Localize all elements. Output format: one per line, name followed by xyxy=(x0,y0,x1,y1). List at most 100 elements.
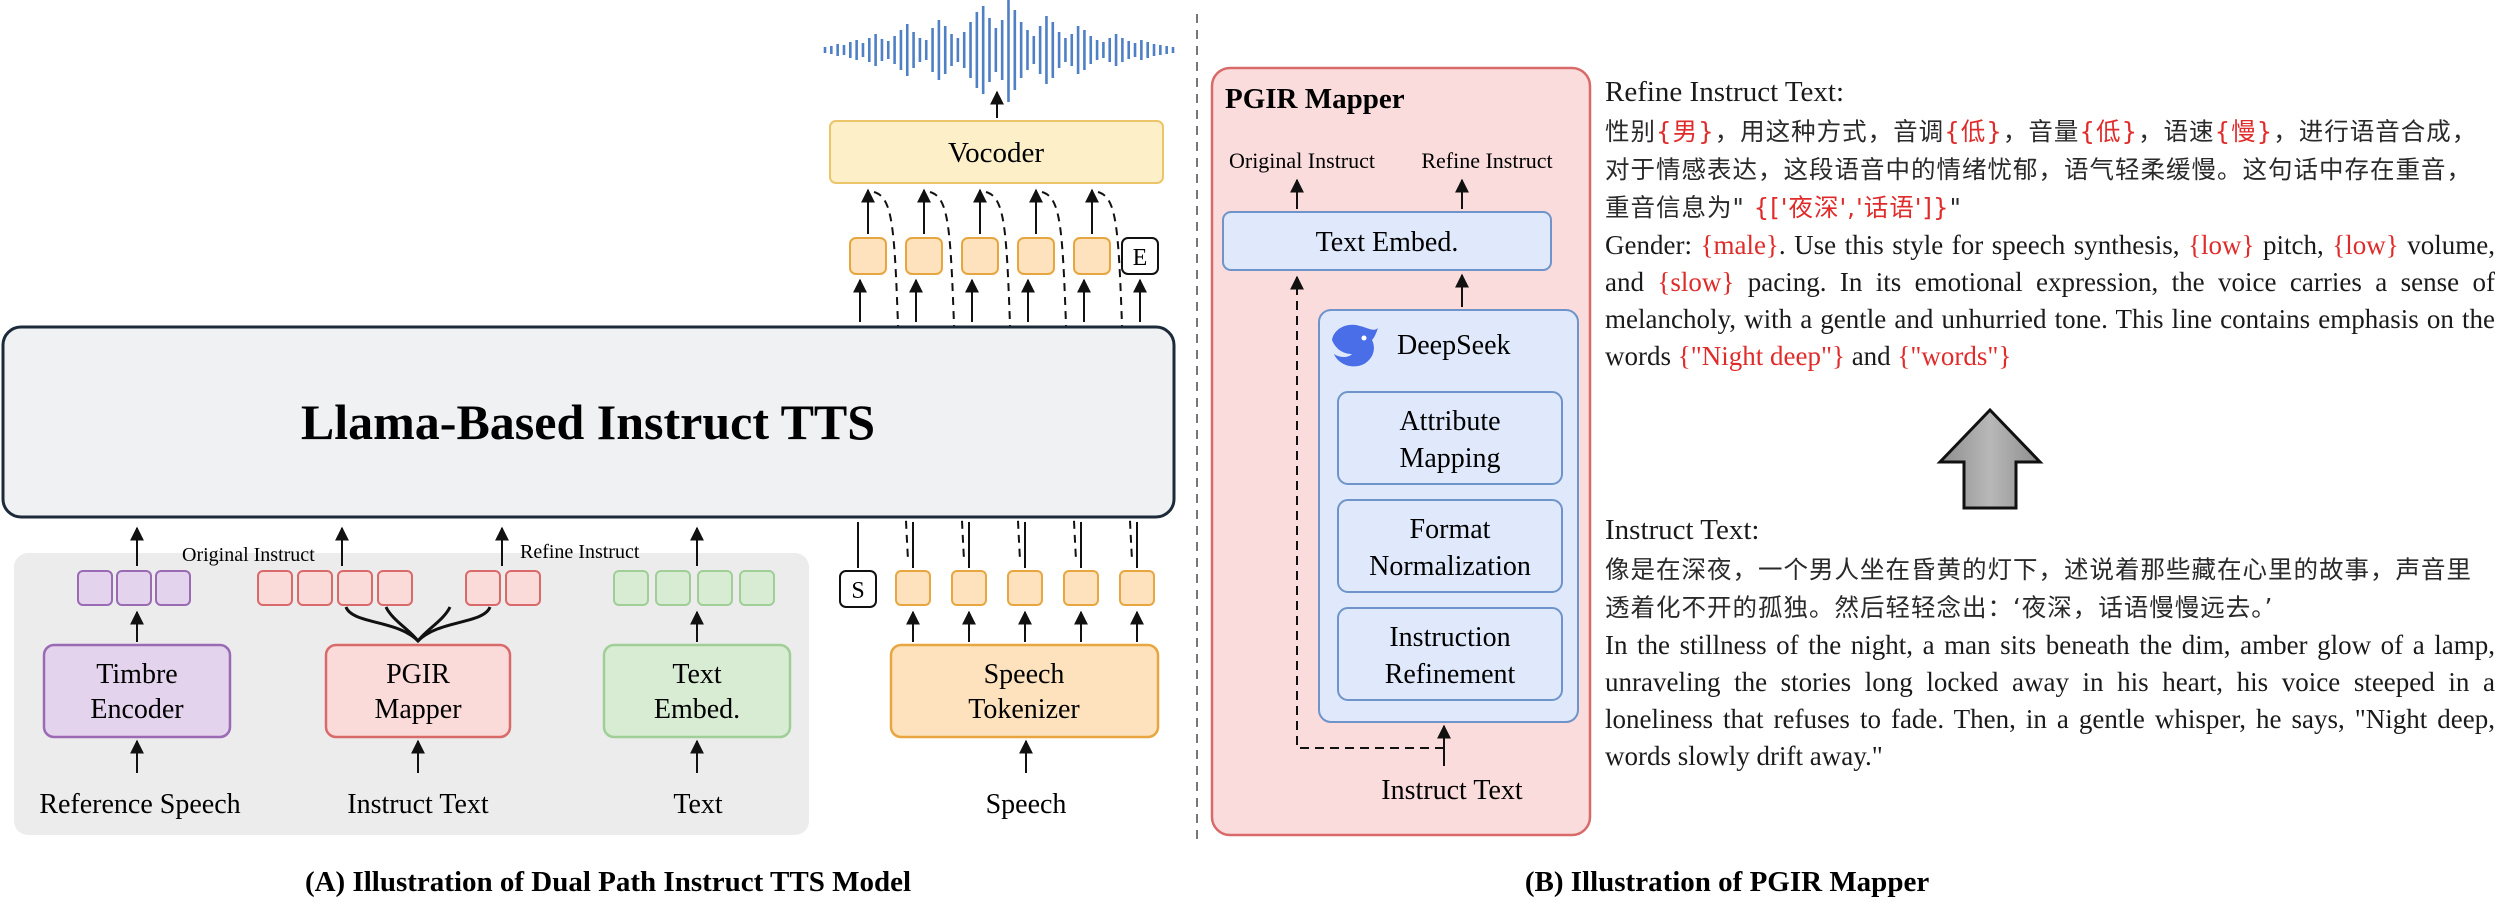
text-embed-box-b xyxy=(1222,211,1552,271)
pgir-mapper-module-label-1: PGIR xyxy=(386,659,450,690)
step-format-normalization-label-1: Format xyxy=(1410,514,1491,545)
text-embed-module-box xyxy=(602,643,792,739)
refine-instruct-chinese: 性别{男}，用这种方式，音调{低}，音量{低}，语速{慢}，进行语音合成，对于情… xyxy=(1605,113,2495,227)
bypass-dashed-arrow xyxy=(1290,275,1444,749)
speech-token xyxy=(951,570,987,606)
step-attribute-mapping xyxy=(1337,391,1563,485)
instruct-text-english: In the stillness of the night, a man sit… xyxy=(1605,630,2495,771)
input-text: Text xyxy=(673,789,723,820)
step-format-normalization xyxy=(1337,499,1563,593)
instruct-text-panel: Instruct Text: 像是在深夜，一个男人坐在昏黄的灯下，述说着那些藏在… xyxy=(1605,512,2495,775)
text-segment: " xyxy=(1949,193,1962,222)
timbre-token xyxy=(155,570,191,606)
original-instruct-token xyxy=(337,570,373,606)
text-embed-label-b: Text Embed. xyxy=(1316,227,1459,258)
text-embed-module-label-2: Embed. xyxy=(654,694,740,725)
step-format-normalization-label-2: Normalization xyxy=(1369,551,1531,582)
timbre-encoder-label-1: Timbre xyxy=(96,659,177,690)
text-segment: Gender: xyxy=(1605,230,1701,260)
speech-token xyxy=(895,570,931,606)
vocoder-box xyxy=(829,120,1164,184)
speech-token xyxy=(1007,570,1043,606)
input-arrows xyxy=(130,526,1033,773)
speech-tokenizer-label-2: Tokenizer xyxy=(968,694,1080,725)
deepseek-label: DeepSeek xyxy=(1397,330,1511,361)
step-attribute-mapping-label-1: Attribute xyxy=(1399,406,1500,437)
highlighted-attribute: {低} xyxy=(1944,117,2003,146)
original-instruct-token xyxy=(257,570,293,606)
speech-tokenizer-box xyxy=(889,643,1160,739)
end-token-box xyxy=(1121,237,1159,275)
text-segment: volume, and xyxy=(1605,230,2495,297)
deepseek-whale-icon xyxy=(1332,324,1378,367)
highlighted-attribute: {low} xyxy=(2332,230,2399,260)
pgir-mapper-title: PGIR Mapper xyxy=(1225,83,1405,115)
llama-model-title: Llama-Based Instruct TTS xyxy=(301,394,875,450)
text-embed-module-label-1: Text xyxy=(672,659,722,690)
text-segment: 性别 xyxy=(1605,117,1656,146)
output-token xyxy=(1017,237,1055,275)
highlighted-attribute: {低} xyxy=(2079,117,2139,146)
pgir-mapper-module-label-2: Mapper xyxy=(374,694,462,725)
refine-up-arrow xyxy=(1936,407,2044,510)
output-token xyxy=(849,237,887,275)
output-token xyxy=(1073,237,1111,275)
text-token xyxy=(655,570,691,606)
caption-a: (A) Illustration of Dual Path Instruct T… xyxy=(305,866,911,898)
highlighted-attribute: {慢} xyxy=(2214,117,2274,146)
input-token-row xyxy=(77,570,1155,606)
refine-instruct-english: Gender: {male}. Use this style for speec… xyxy=(1605,227,2495,375)
text-segment: ，音量 xyxy=(2002,117,2080,146)
refine-instruct-label-a: Refine Instruct xyxy=(520,541,640,563)
instruct-text-header: Instruct Text: xyxy=(1605,514,1760,546)
highlighted-attribute: {男} xyxy=(1656,117,1715,146)
timbre-token xyxy=(116,570,152,606)
text-segment: pacing. In its emotional expression, the… xyxy=(1605,267,2495,371)
text-segment: ，语速 xyxy=(2138,117,2215,146)
step-attribute-mapping-label-2: Mapping xyxy=(1399,443,1500,474)
speech-token xyxy=(1119,570,1155,606)
text-segment: . Use this style for speech synthesis, xyxy=(1778,230,2189,260)
input-speech: Speech xyxy=(986,789,1067,820)
speech-token-arrows xyxy=(857,522,1144,642)
step-instruction-refinement-label-2: Refinement xyxy=(1385,659,1516,690)
caption-b: (B) Illustration of PGIR Mapper xyxy=(1525,866,1930,898)
highlighted-attribute: {male} xyxy=(1700,230,1779,260)
timbre-encoder-label-2: Encoder xyxy=(90,694,184,725)
original-instruct-label-b: Original Instruct xyxy=(1229,148,1375,173)
original-instruct-label-a: Original Instruct xyxy=(182,544,315,566)
input-reference-speech: Reference Speech xyxy=(39,789,240,820)
text-token xyxy=(697,570,733,606)
vocoder-label: Vocoder xyxy=(948,137,1044,169)
llama-model-box xyxy=(1,325,1176,519)
text-token xyxy=(739,570,775,606)
highlighted-attribute: {['夜深','话语']} xyxy=(1753,193,1950,222)
highlighted-attribute: {"words"} xyxy=(1897,341,2012,371)
instruct-text-chinese: 像是在深夜，一个男人坐在昏黄的灯下，述说着那些藏在心里的故事，声音里透着化不开的… xyxy=(1605,555,2472,622)
timbre-encoder-box xyxy=(42,643,232,739)
timbre-token xyxy=(77,570,113,606)
refine-instruct-label-b: Refine Instruct xyxy=(1421,148,1552,173)
speech-tokenizer-label-1: Speech xyxy=(984,659,1065,690)
step-instruction-refinement-label-1: Instruction xyxy=(1389,622,1510,653)
step-instruction-refinement xyxy=(1337,607,1563,701)
original-instruct-token xyxy=(377,570,413,606)
output-token xyxy=(961,237,999,275)
refine-instruct-text-panel: Refine Instruct Text: 性别{男}，用这种方式，音调{低}，… xyxy=(1605,74,2495,375)
text-segment: and xyxy=(1844,341,1898,371)
start-token-box xyxy=(839,570,877,608)
original-instruct-token xyxy=(297,570,333,606)
end-token-label: E xyxy=(1133,245,1148,271)
highlighted-attribute: {slow} xyxy=(1657,267,1735,297)
speech-token xyxy=(1063,570,1099,606)
text-segment: pitch, xyxy=(2254,230,2333,260)
text-segment: ，进行语音合成，对于情感表达，这段语音中的情绪忧郁，语气轻柔缓慢。这句话中存在重… xyxy=(1605,117,2478,222)
highlighted-attribute: {"Night deep"} xyxy=(1677,341,1845,371)
waveform-icon xyxy=(823,0,1175,102)
highlighted-attribute: {low} xyxy=(2188,230,2255,260)
pgir-input-label: Instruct Text xyxy=(1381,775,1523,806)
input-instruct-text: Instruct Text xyxy=(347,789,489,820)
refine-instruct-header: Refine Instruct Text: xyxy=(1605,76,1845,108)
start-token-label: S xyxy=(851,578,864,604)
